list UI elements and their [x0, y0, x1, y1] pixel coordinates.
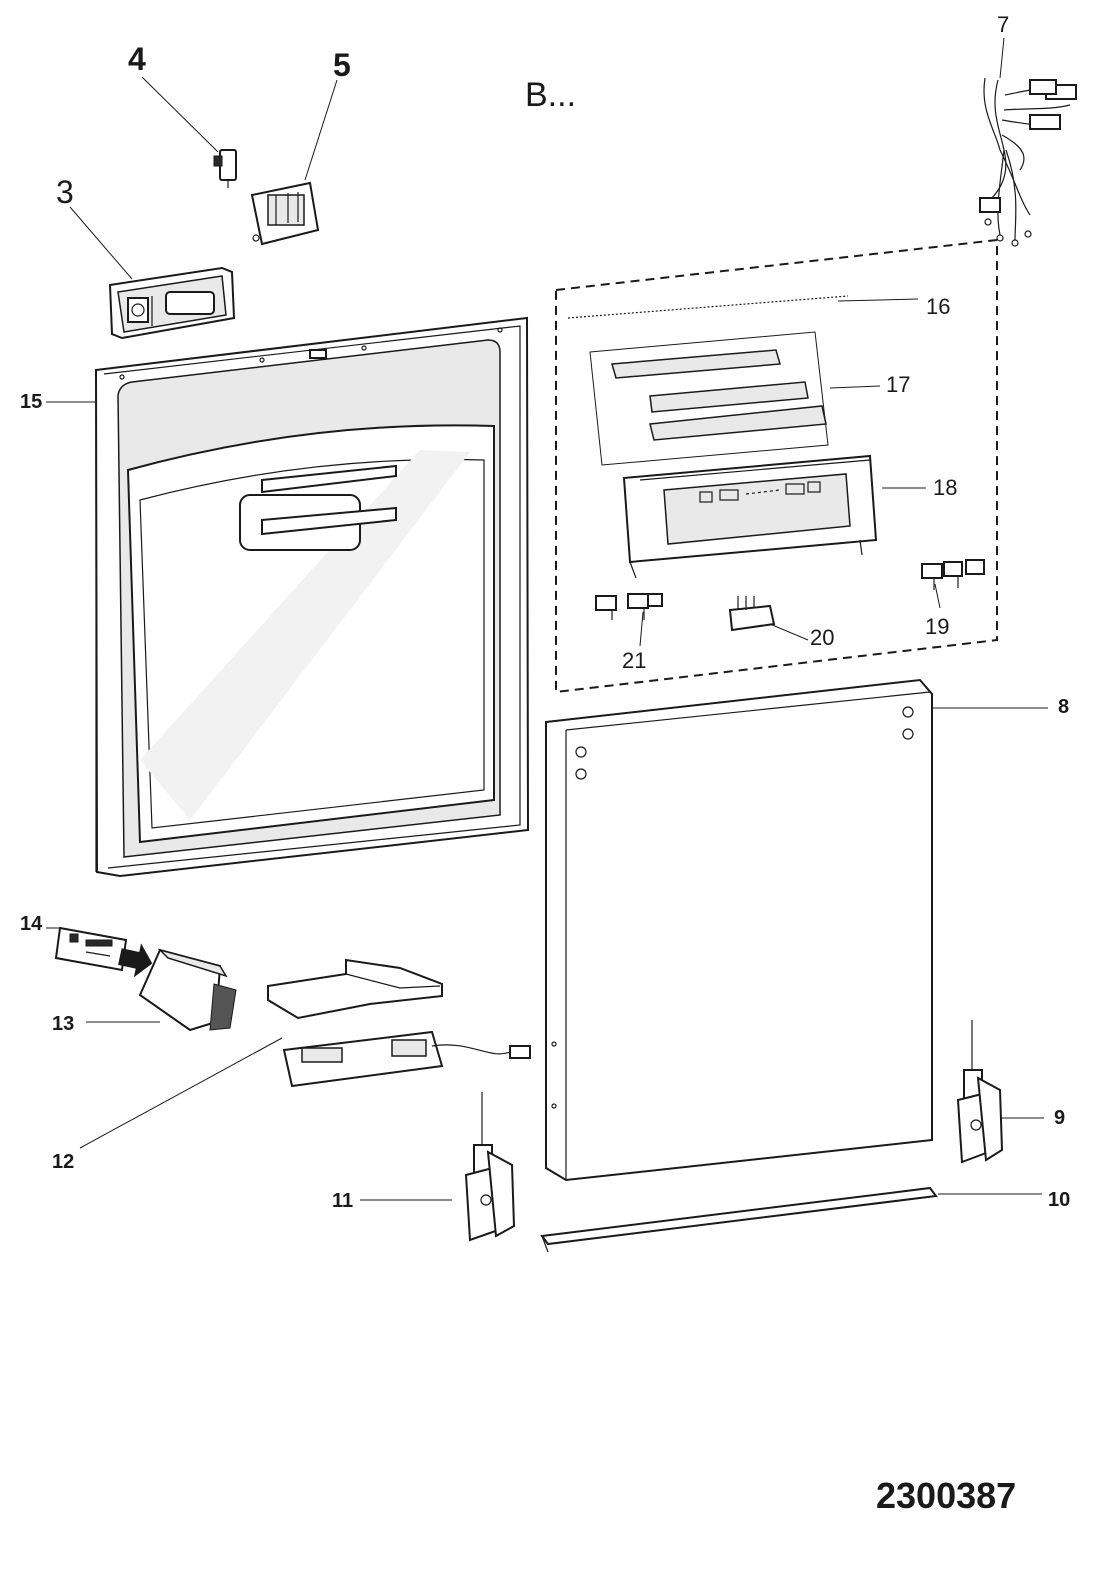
callout-12: 12 [52, 1151, 74, 1173]
leader-16 [837, 298, 919, 302]
leader-20 [769, 623, 809, 641]
part-3-dispenser[interactable] [108, 266, 236, 340]
control-panel-group-outline [555, 238, 998, 694]
callout-3: 3 [56, 174, 74, 210]
part-19-keys[interactable] [921, 559, 985, 590]
callout-11: 11 [332, 1190, 353, 1212]
part-20-connector[interactable] [728, 596, 776, 632]
part-17-electronic-boards[interactable] [589, 331, 829, 466]
part-21-keys[interactable] [595, 593, 663, 620]
callout-14: 14 [20, 913, 43, 935]
insert-arrow-icon [118, 943, 153, 978]
part-7-wiring-harness[interactable] [979, 77, 1077, 247]
leader-4 [141, 76, 219, 153]
part-15-inner-door[interactable] [94, 316, 530, 878]
callout-17: 17 [886, 372, 910, 397]
callout-21: 21 [622, 648, 646, 673]
part-5-bracket[interactable] [250, 181, 320, 246]
callout-9: 9 [1054, 1107, 1065, 1129]
part-8-outer-door-panel[interactable] [545, 678, 933, 1182]
leader-21 [639, 611, 644, 647]
callout-8: 8 [1058, 696, 1069, 718]
callout-5: 5 [333, 47, 351, 83]
callout-10: 10 [1048, 1189, 1070, 1211]
callout-18: 18 [933, 475, 957, 500]
part-13-module[interactable] [138, 948, 237, 1032]
callout-4: 4 [128, 41, 146, 77]
header-code: B... [525, 76, 576, 114]
part-10-rod[interactable] [540, 1186, 938, 1253]
part-14-label-card[interactable] [54, 926, 128, 972]
leader-7 [999, 37, 1005, 79]
callout-19: 19 [925, 614, 949, 639]
part-18-control-panel[interactable] [622, 454, 878, 579]
leader-17 [829, 385, 881, 389]
part-4-switch[interactable] [213, 149, 237, 188]
drawing-number: 2300387 [876, 1475, 1016, 1516]
callout-13: 13 [52, 1013, 74, 1035]
part-9-hinge-right[interactable] [956, 1020, 1004, 1164]
part-12-cover-and-board[interactable] [267, 958, 531, 1088]
callout-15: 15 [20, 391, 42, 413]
leader-12 [79, 1037, 283, 1149]
leader-19 [934, 583, 941, 609]
callout-7: 7 [997, 12, 1009, 37]
callout-20: 20 [810, 625, 834, 650]
part-11-hinge-left[interactable] [464, 1092, 516, 1242]
callout-16: 16 [926, 294, 950, 319]
part-16-strip[interactable] [567, 295, 849, 319]
leader-5 [304, 79, 338, 181]
leader-3 [69, 206, 133, 280]
